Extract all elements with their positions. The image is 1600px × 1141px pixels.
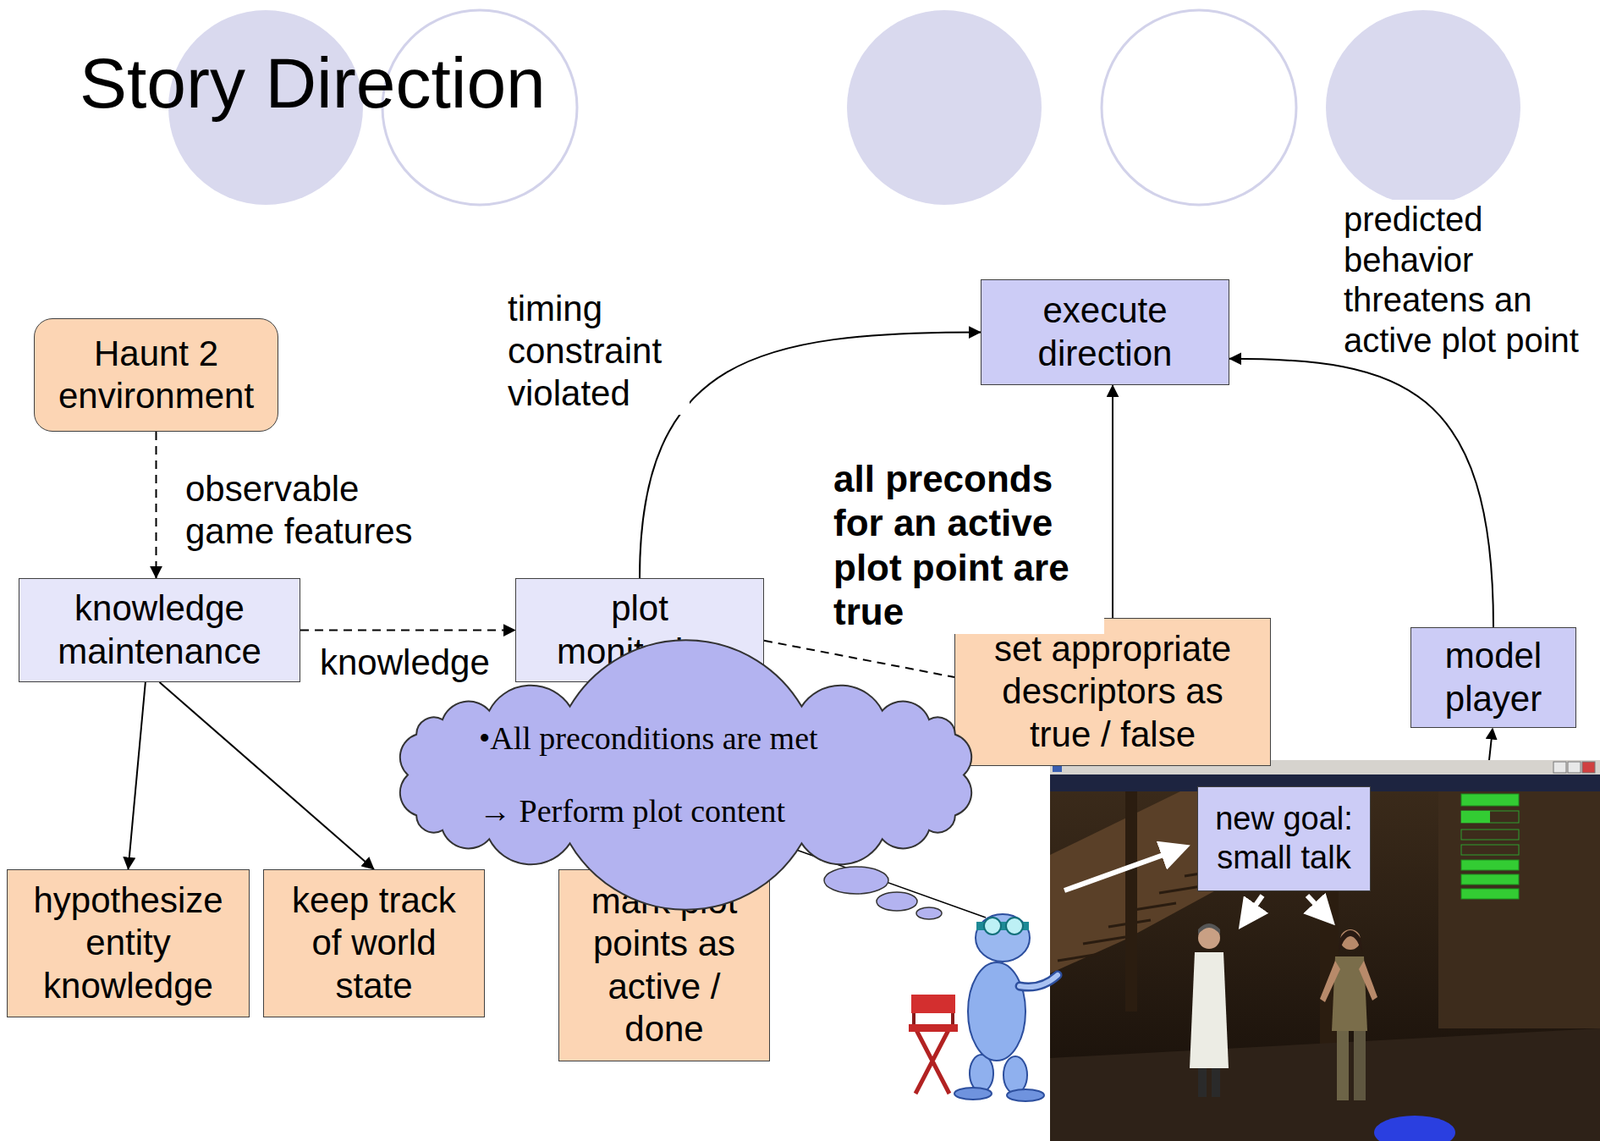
woman-figure [1319,960,1341,1002]
game-screenshot [1050,791,1600,1141]
pointer-arrows [1307,895,1331,921]
edge-label: knowledge [319,641,490,684]
woman-figure [1353,1028,1366,1100]
process-box: model player [1410,626,1577,728]
process-box: knowledge maintenance [18,577,301,682]
edge-label: timing constraint violated [507,287,690,415]
director-figure [908,1023,958,1032]
game-screenshot [1050,759,1600,1141]
director-figure [975,913,1030,962]
process-box: execute direction [980,279,1230,385]
director-figure [915,1028,950,1094]
task-box: keep track of world state [263,868,485,1018]
thought-bubbles [824,866,889,894]
node-text: •All preconditions are met [478,719,819,759]
director-figure [1006,917,1023,935]
director-figure [967,962,1026,1061]
game-screenshot [1125,791,1138,1012]
task-box: hypothesize entity knowledge [6,868,250,1018]
node-text: → Perform plot content [478,791,786,831]
title-circles [846,10,1042,205]
edge-label: predicted behavior threatens an active p… [1343,199,1590,361]
node-text: set appropriate descriptors as true / fa… [970,627,1255,756]
slide-title: Story Direction [79,42,546,125]
connector [300,629,516,632]
edge-label: observable game features [185,467,440,553]
connector [1229,358,1494,627]
node-text: new goal: small talk [1208,799,1360,877]
thought-bubbles [916,907,942,919]
node-text: hypothesize entity knowledge [22,879,234,1007]
game-screenshot [1461,810,1491,823]
scientist-figure [1189,951,1229,1068]
connector [159,681,375,869]
director-figure [984,917,1001,935]
game-screenshot [1461,874,1519,885]
woman-figure [1358,960,1378,1001]
node-text: Haunt 2 environment [49,332,263,418]
node-text: knowledge maintenance [34,587,285,673]
title-circles [1101,10,1297,205]
game-screenshot [1438,791,1600,1029]
game-screenshot [1461,888,1519,899]
node-text: keep track of world state [279,879,469,1007]
game-screenshot [1461,859,1519,870]
director-figure [1003,1055,1028,1094]
node-text: execute direction [996,289,1214,375]
director-figure [908,913,1058,1101]
director-figure [1019,974,1058,987]
game-screenshot [1582,761,1595,773]
scientist-figure [1189,923,1229,1097]
game-screenshot [1553,761,1567,773]
node-text: model player [1426,634,1561,721]
director-figure [954,1087,992,1100]
woman-figure [1338,929,1363,952]
screenshot-arrow [1489,728,1493,760]
scientist-figure [1198,923,1221,935]
woman-figure [1319,929,1378,1100]
goal-box: new goal: small talk [1197,786,1371,891]
connector [1111,384,1114,618]
game-screenshot [1050,1028,1600,1141]
game-screenshot [1374,1115,1456,1141]
game-screenshot [1461,844,1519,855]
connector [128,681,146,869]
thought-cloud: •All preconditions are met → Perform plot… [385,683,986,866]
pointer-arrows [1064,846,1185,891]
game-screenshot [1461,829,1519,840]
connector [155,431,158,578]
thought-bubbles [824,866,942,919]
thought-bubbles [876,891,918,911]
director-figure [1019,974,1058,987]
game-screenshot [1461,810,1519,823]
edge-label: all preconds for an active plot point ar… [833,456,1105,634]
connector [764,640,955,677]
task-box: set appropriate descriptors as true / fa… [954,617,1271,766]
game-screenshot [1050,759,1600,1141]
director-figure [969,1054,994,1092]
cloud-outline [385,683,986,866]
title-circles [1325,10,1521,205]
director-figure [911,994,956,1013]
screenshot-arrow [1489,728,1493,760]
director-figure [1006,1088,1045,1101]
woman-figure [1336,1028,1349,1100]
game-screenshot [1567,761,1581,773]
game-screenshot [1461,793,1519,806]
pointer-arrows [1242,895,1263,924]
rounded-box: Haunt 2 environment [33,318,279,432]
